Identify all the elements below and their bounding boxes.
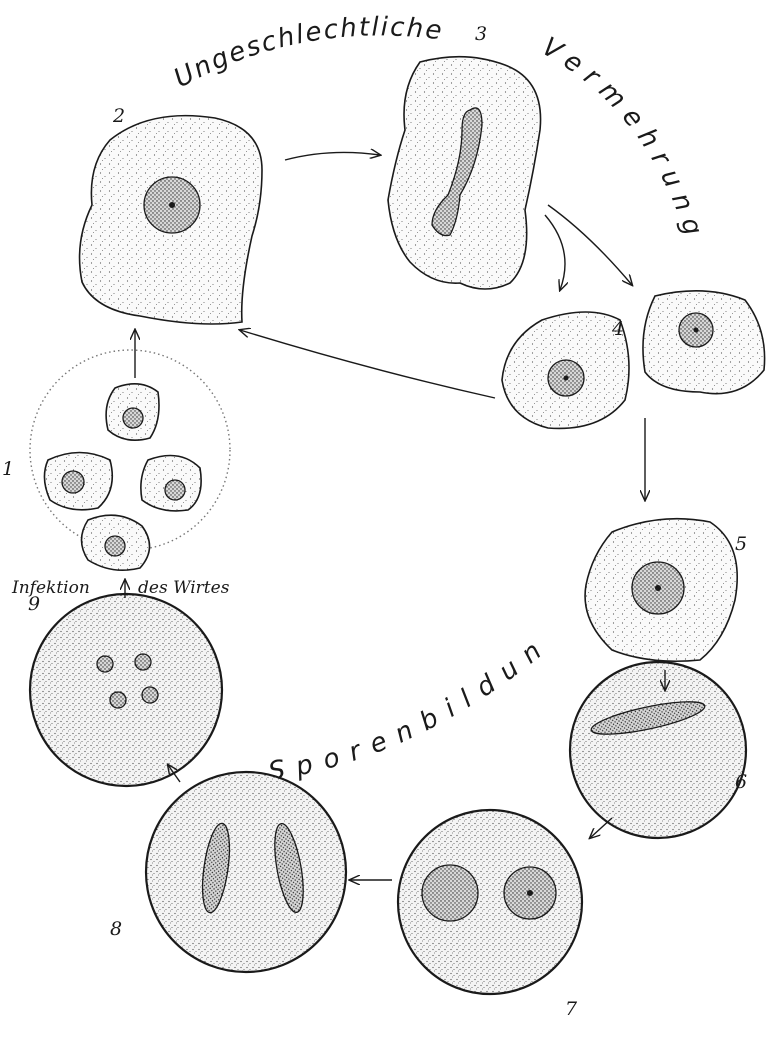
arrow-3-to-4-right xyxy=(548,205,632,285)
stage-5-cell xyxy=(585,519,737,662)
stage-label-1: 1 xyxy=(2,458,14,480)
stage-label-6: 6 xyxy=(735,771,747,793)
stage-9-nucleus-4 xyxy=(142,687,158,703)
caption-des-wirtes: des Wirtes xyxy=(138,578,230,598)
caption-infektion: Infektion xyxy=(11,578,90,598)
stage-9-nucleus-3 xyxy=(110,692,126,708)
heading-vermehrung: Vermehrung xyxy=(537,32,711,248)
arrow-6-to-7 xyxy=(590,818,612,838)
stage-4-cell-right xyxy=(643,291,765,394)
stage-9-nucleus-2 xyxy=(135,654,151,670)
stage-label-3: 3 xyxy=(475,23,487,45)
stage-7-spore xyxy=(398,810,582,994)
heading-ungeschlechtliche: Ungeschlechtliche xyxy=(169,12,445,94)
stage-label-8: 8 xyxy=(110,918,122,940)
arrow-2-to-3 xyxy=(285,152,380,160)
stage-3-cell xyxy=(388,57,541,289)
arrow-3-to-4-left xyxy=(545,215,565,290)
stage-9-spore xyxy=(30,594,222,786)
stage-label-5: 5 xyxy=(735,533,747,555)
arrow-4-to-2 xyxy=(240,330,495,398)
stage-2-cell xyxy=(80,116,262,324)
stage-label-2: 2 xyxy=(112,105,125,127)
stage-4-cell-left xyxy=(502,312,629,428)
stage-6-spore xyxy=(570,662,746,838)
stage-8-spore xyxy=(146,772,346,972)
stage-label-7: 7 xyxy=(565,998,578,1020)
stage-9-nucleus-1 xyxy=(97,656,113,672)
stage-label-4: 4 xyxy=(611,318,624,340)
stage-1-cyst xyxy=(30,350,230,570)
